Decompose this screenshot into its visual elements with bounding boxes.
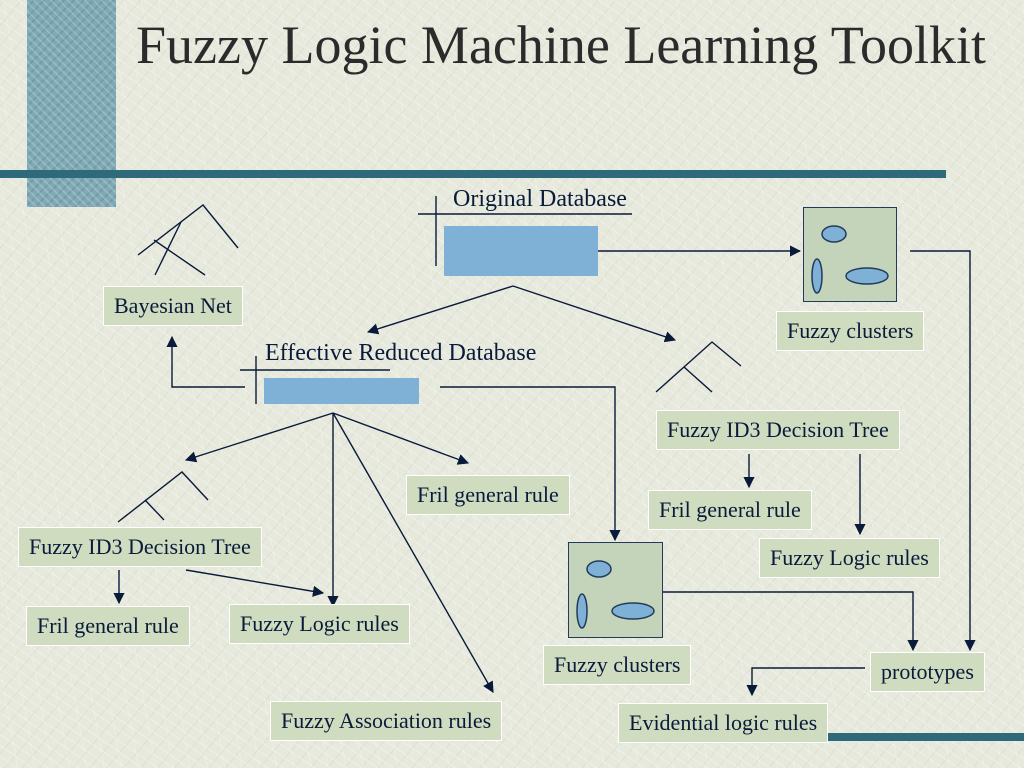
tree-icon-bayesian — [137, 204, 239, 276]
original-database-bar — [444, 226, 598, 276]
fuzzy-logic-rules-left-box: Fuzzy Logic rules — [229, 604, 410, 644]
fril-general-rule-left-box: Fril general rule — [26, 606, 190, 646]
fril-general-rule-middle-box: Fril general rule — [406, 475, 570, 515]
bayesian-net-box: Bayesian Net — [103, 286, 243, 326]
original-database-label: Original Database — [453, 186, 627, 212]
arrow-to-association-rules — [332, 412, 494, 693]
arrow-top-clusters-to-prototypes — [910, 250, 976, 652]
tree-icon-left — [117, 471, 209, 523]
fuzzy-association-rules-box: Fuzzy Association rules — [270, 701, 503, 741]
reduced-database-bar — [264, 378, 419, 404]
arrow-to-left-tree — [184, 412, 334, 463]
fril-general-rule-right-box: Fril general rule — [648, 490, 812, 530]
arrow-to-right-tree — [512, 285, 677, 343]
arrow-bottom-clusters-to-prototypes — [663, 591, 919, 652]
evidential-logic-rules-box: Evidential logic rules — [618, 703, 829, 743]
fuzzy-id3-left-box: Fuzzy ID3 Decision Tree — [18, 527, 262, 567]
fuzzy-clusters-bottom-box: Fuzzy clusters — [543, 645, 692, 685]
fuzzy-clusters-bottom-picture — [568, 542, 663, 638]
fuzzy-clusters-top-box: Fuzzy clusters — [776, 311, 925, 351]
effective-reduced-database-label: Effective Reduced Database — [265, 340, 537, 366]
title-divider — [0, 170, 946, 178]
fuzzy-logic-rules-right-box: Fuzzy Logic rules — [759, 538, 940, 578]
arrow-to-bayesian-net — [166, 335, 245, 388]
arrow-prototypes-to-evidential — [746, 667, 865, 697]
footer-divider — [792, 733, 1024, 741]
cluster-ellipses-icon — [811, 225, 889, 294]
cluster-ellipses-icon — [576, 560, 655, 629]
fuzzy-clusters-top-picture — [803, 207, 897, 302]
arrow-to-fril-middle — [332, 412, 470, 465]
prototypes-box: prototypes — [870, 652, 985, 692]
arrow-to-bottom-clusters — [440, 386, 621, 542]
page-title: Fuzzy Logic Machine Learning Toolkit — [136, 15, 986, 75]
arrow-to-fuzzy-logic-left-from-id3 — [185, 569, 325, 597]
arrow-to-reduced-database — [366, 285, 514, 335]
tree-icon-right — [655, 341, 742, 393]
fuzzy-id3-right-box: Fuzzy ID3 Decision Tree — [656, 410, 900, 450]
